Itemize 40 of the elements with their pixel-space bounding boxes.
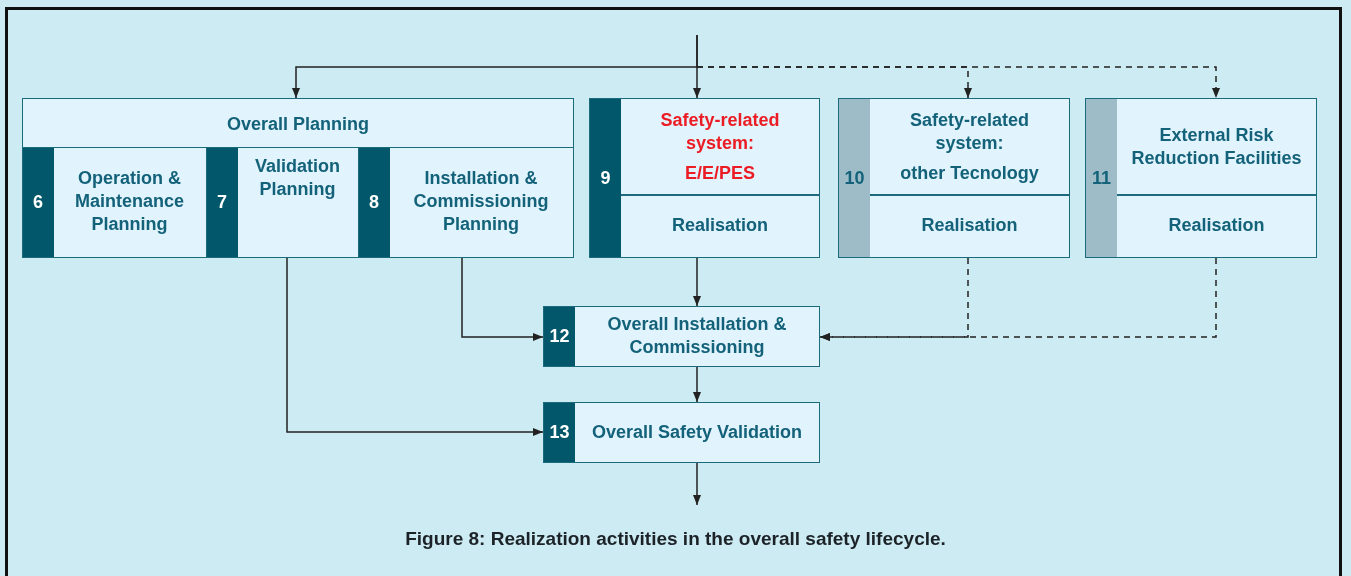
process-box: [543, 306, 820, 367]
box-label: External Risk Reduction Facilities: [1130, 124, 1303, 170]
figure-caption: Figure 8: Realization activities in the overall safety lifecycle.: [405, 528, 946, 550]
arrow: [693, 34, 701, 99]
box-label: Realisation: [672, 213, 768, 237]
step-number: 13: [544, 403, 575, 462]
step-number: 8: [358, 147, 390, 257]
step-number: 9: [590, 99, 621, 257]
process-box: [589, 98, 820, 258]
box-label: Overall Planning: [226, 112, 369, 136]
box-label: E/E/PES: [685, 161, 755, 185]
process-box: [838, 98, 1070, 258]
process-box: [22, 98, 574, 258]
arrow: [286, 257, 544, 436]
box-label: Operation & Maintenance Planning: [74, 167, 185, 236]
arrow: [819, 257, 1217, 341]
process-box: [543, 402, 820, 463]
box-label: Overall Safety Validation: [591, 420, 803, 444]
arrow: [461, 257, 544, 341]
box-label: Validation Planning: [254, 154, 341, 201]
planning-box: [21, 146, 207, 258]
process-box: [1085, 98, 1317, 258]
arrow: [693, 257, 701, 307]
box-label: Installation & Commissioning Planning: [412, 167, 550, 236]
box-label: Safety-related system:: [659, 109, 781, 156]
planning-box: [205, 146, 359, 258]
arrow: [693, 366, 701, 403]
step-number: 11: [1086, 99, 1117, 257]
arrow: [696, 66, 1220, 99]
box-label: other Tecnology: [900, 161, 1039, 185]
box-label: Realisation: [1168, 213, 1265, 237]
arrow: [693, 462, 701, 506]
box-label: Realisation: [921, 213, 1018, 237]
step-number: 12: [544, 307, 575, 366]
box-label: Safety-related system:: [908, 109, 1031, 156]
step-number: 7: [206, 147, 238, 257]
planning-box: [357, 146, 574, 258]
box-label: Overall Installation & Commissioning: [606, 313, 788, 359]
step-number: 10: [839, 99, 870, 257]
step-number: 6: [22, 147, 54, 257]
